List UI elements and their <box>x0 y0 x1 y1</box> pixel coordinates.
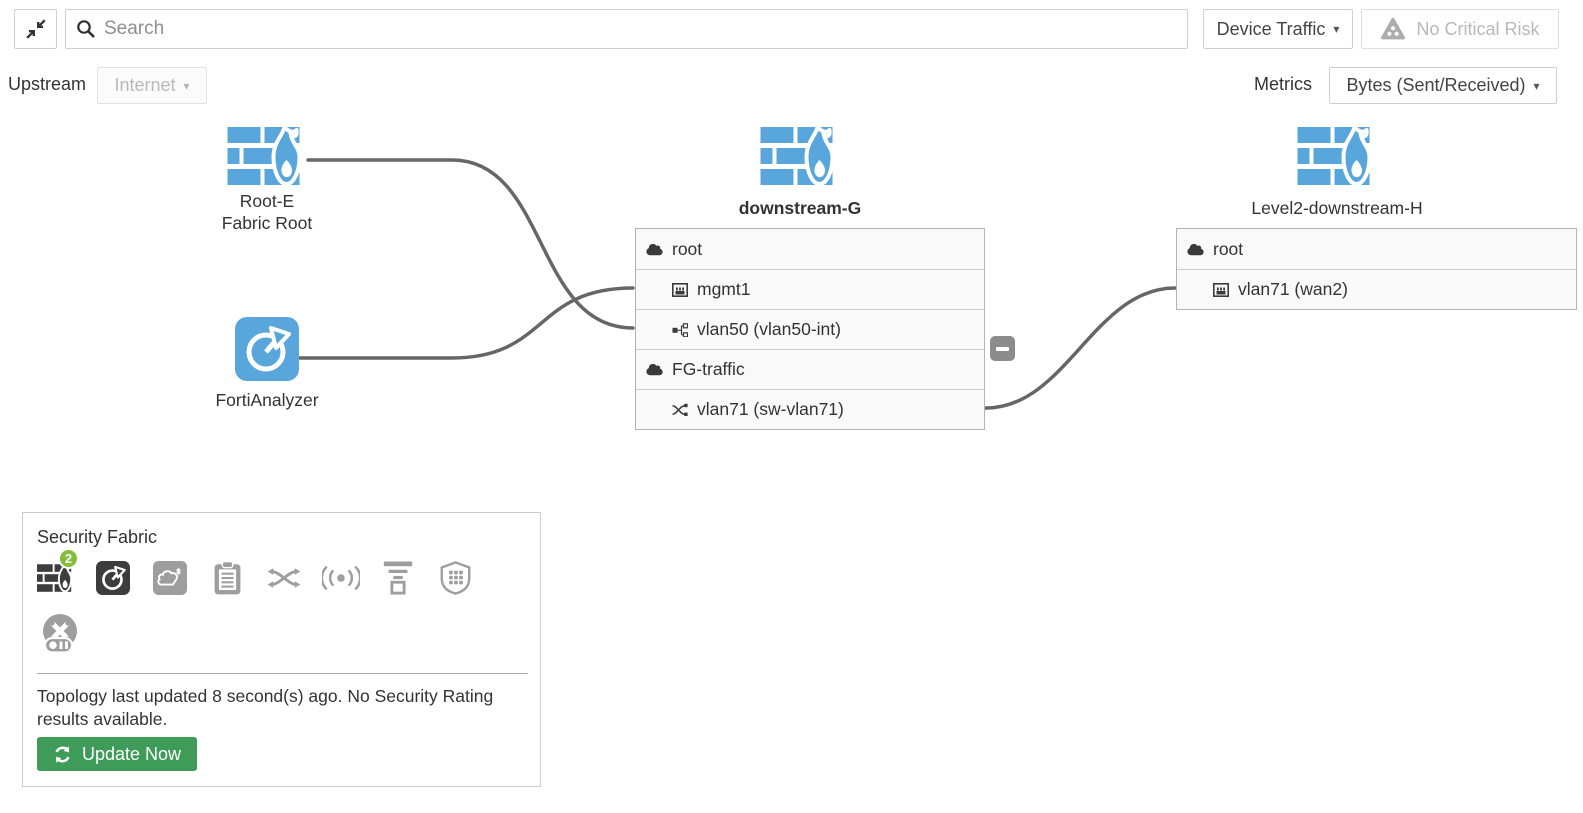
update-now-button[interactable]: Update Now <box>37 737 198 771</box>
link-roote-to-vlan50 <box>306 158 635 330</box>
vlan-interface-icon <box>672 323 688 337</box>
fabric-device-icons: 2 <box>37 548 474 599</box>
downstream-interface-table: root mgmt1 vlan50 (vlan50-int) FG-traffi… <box>635 228 985 430</box>
endpoint-shield-icon <box>440 561 470 595</box>
crossing-arrows-icon <box>267 568 301 588</box>
table-row-interface[interactable]: mgmt1 <box>636 269 984 309</box>
fortiswitch-status <box>265 557 303 599</box>
table-row-vdom[interactable]: root <box>1177 229 1576 269</box>
fortisandbox-cloud-icon <box>153 561 187 595</box>
update-now-label: Update Now <box>82 743 182 764</box>
fortigate-status: 2 <box>37 548 79 599</box>
level2-interface-table: root vlan71 (wan2) <box>1176 228 1577 310</box>
fortimanager-status <box>208 557 246 599</box>
metrics-label: Metrics <box>1254 74 1312 94</box>
level2-node-label: Level2-downstream-H <box>1251 198 1423 218</box>
vdom-cloud-icon <box>1187 243 1204 256</box>
fortigate-count-badge: 2 <box>58 548 79 569</box>
chevron-down-icon: ▾ <box>183 78 190 93</box>
critical-risk-status: No Critical Risk <box>1361 9 1559 49</box>
fortigate-downstream-icon[interactable] <box>760 126 841 188</box>
endpoint-shield-status <box>436 557 474 599</box>
risk-status-label: No Critical Risk <box>1416 18 1540 39</box>
fortianalyzer-status <box>94 557 132 599</box>
disabled-device-toggle-icon <box>43 614 77 654</box>
minus-icon <box>996 346 1009 351</box>
table-row-interface[interactable]: vlan50 (vlan50-int) <box>636 309 984 349</box>
fortimanager-clipboard-icon <box>214 560 240 595</box>
security-fabric-panel: Security Fabric 2 <box>22 512 541 787</box>
signal-stack-device-icon <box>383 561 413 595</box>
chevron-down-icon: ▾ <box>1533 78 1540 93</box>
link-analyzer-to-mgmt1 <box>298 286 635 360</box>
table-row-vdom[interactable]: root <box>636 229 984 269</box>
collapse-all-button[interactable] <box>14 9 57 49</box>
upstream-dropdown[interactable]: Internet ▾ <box>97 67 207 104</box>
wireless-ap-icon <box>322 565 360 591</box>
table-row-interface[interactable]: vlan71 (wan2) <box>1177 269 1576 309</box>
search-input[interactable] <box>104 18 1177 40</box>
chevron-down-icon: ▾ <box>1333 22 1340 36</box>
ethernet-port-icon <box>1213 283 1229 297</box>
metrics-value: Bytes (Sent/Received) <box>1346 75 1526 95</box>
device-traffic-dropdown[interactable]: Device Traffic ▾ <box>1203 9 1353 49</box>
ethernet-port-icon <box>672 283 688 297</box>
refresh-icon <box>55 745 70 763</box>
device-traffic-label: Device Traffic <box>1216 18 1326 39</box>
metrics-dropdown[interactable]: Bytes (Sent/Received) ▾ <box>1329 67 1557 104</box>
collapse-branch-button[interactable] <box>990 336 1015 361</box>
topology-status-text: Topology last updated 8 second(s) ago. N… <box>37 686 494 729</box>
fortianalyzer-icon[interactable] <box>235 317 299 381</box>
upstream-value: Internet <box>114 75 176 95</box>
table-row-interface[interactable]: vlan71 (sw-vlan71) <box>636 389 984 429</box>
vdom-cloud-icon <box>646 243 663 256</box>
collapse-arrows-icon <box>25 19 46 39</box>
table-row-vdom[interactable]: FG-traffic <box>636 349 984 389</box>
downstream-node-label: downstream-G <box>738 198 862 218</box>
fortiap-status <box>322 557 360 599</box>
fortianalyzer-icon <box>96 561 130 595</box>
panel-title: Security Fabric <box>37 527 158 547</box>
vdom-cloud-icon <box>646 363 663 376</box>
fortisandbox-status <box>151 557 189 599</box>
fabric-device-icons-row2 <box>37 611 83 657</box>
search-bar[interactable] <box>65 9 1188 49</box>
divider <box>37 673 528 674</box>
biohazard-risk-icon <box>1381 17 1406 40</box>
fortigate-level2-icon[interactable] <box>1297 126 1378 188</box>
search-icon <box>77 20 95 38</box>
upstream-label: Upstream <box>8 74 87 94</box>
signal-stack-status <box>379 557 417 599</box>
fortianalyzer-label: FortiAnalyzer <box>215 390 319 410</box>
root-node-label: Root-E Fabric Root <box>221 191 313 233</box>
fortigate-root-icon[interactable] <box>227 126 308 188</box>
software-switch-icon <box>672 403 688 417</box>
